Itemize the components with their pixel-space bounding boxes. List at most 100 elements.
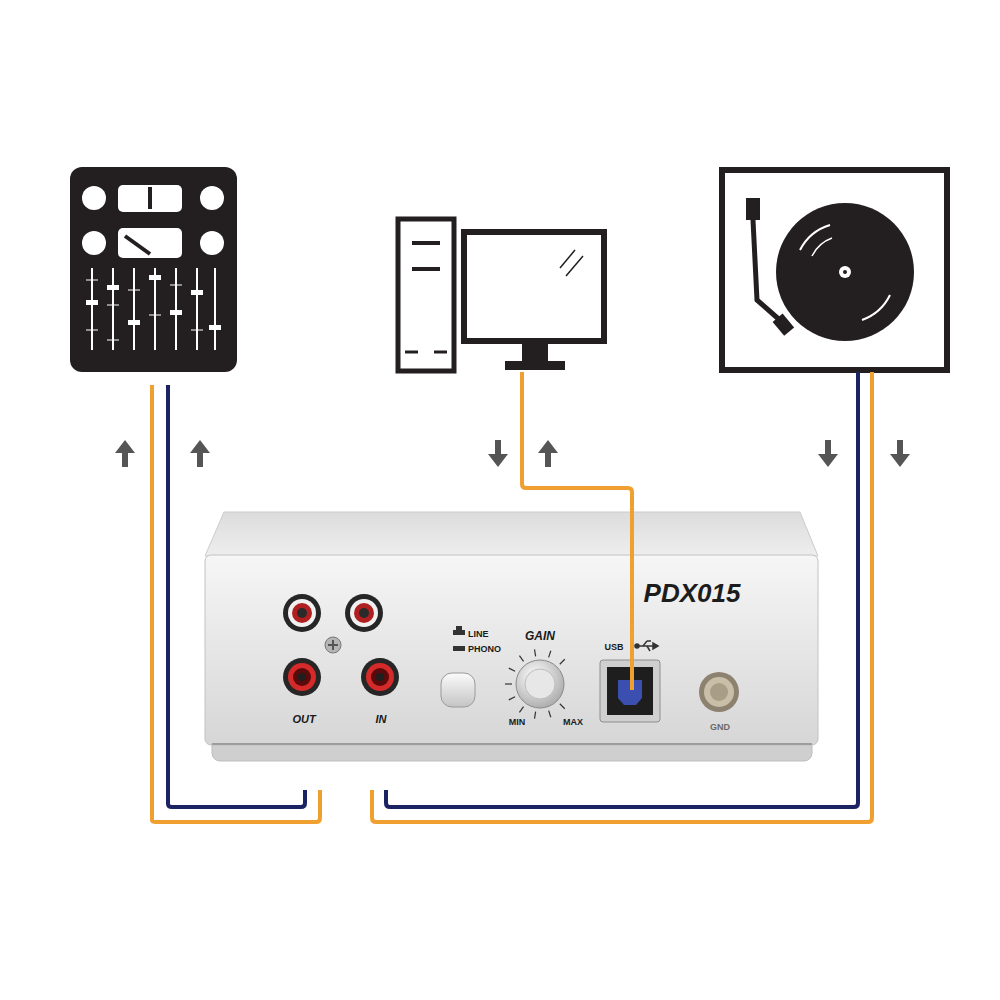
signal-arrow bbox=[897, 440, 903, 455]
gain-tick bbox=[509, 668, 515, 671]
mixer-icon bbox=[175, 268, 177, 350]
rca-jack bbox=[345, 594, 383, 632]
rca-jack bbox=[288, 599, 316, 627]
rca-jack bbox=[366, 663, 394, 691]
port-label: IN bbox=[376, 714, 387, 725]
gain-tick bbox=[560, 704, 565, 709]
scale-label: MIN bbox=[509, 718, 526, 727]
mixer-icon bbox=[86, 275, 221, 330]
device-housing bbox=[205, 555, 818, 745]
line-phono-switch bbox=[453, 646, 465, 651]
rca-jack bbox=[361, 658, 399, 696]
mixer-icon bbox=[118, 185, 182, 212]
mixer-icon bbox=[170, 285, 182, 286]
rca-jack bbox=[288, 663, 316, 691]
computer-icon bbox=[505, 361, 565, 370]
mixer-icon bbox=[82, 231, 106, 255]
model-name: PDX015 bbox=[644, 580, 741, 606]
rca-jack bbox=[359, 608, 369, 618]
signal-arrow bbox=[545, 452, 551, 467]
port-label: OUT bbox=[292, 714, 315, 725]
scale-label: MAX bbox=[563, 718, 583, 727]
usb-port bbox=[643, 641, 647, 646]
port-label: USB bbox=[604, 643, 623, 652]
mixer-icon bbox=[86, 280, 98, 281]
mixer-icon bbox=[149, 315, 161, 316]
rca-jack bbox=[293, 668, 311, 686]
usb-port bbox=[647, 640, 651, 642]
signal-arrow bbox=[122, 452, 128, 467]
turntable-icon bbox=[843, 270, 847, 274]
rca-jack bbox=[283, 594, 399, 696]
mixer-icon bbox=[196, 268, 198, 350]
gain-tick bbox=[535, 712, 536, 719]
gain-tick bbox=[519, 707, 523, 713]
gain-knob bbox=[525, 669, 555, 699]
mixer-icon bbox=[92, 268, 215, 350]
usb-cable bbox=[522, 372, 632, 690]
gain-tick bbox=[549, 711, 551, 718]
screw bbox=[325, 637, 341, 653]
signal-arrow bbox=[488, 454, 508, 467]
ground-terminal bbox=[704, 677, 734, 707]
usb-port bbox=[635, 641, 658, 651]
mixer-icon bbox=[170, 310, 182, 315]
line-phono-switch bbox=[441, 673, 475, 707]
signal-arrow bbox=[825, 440, 831, 455]
mixer-icon bbox=[118, 228, 182, 258]
rca-jack bbox=[354, 603, 374, 623]
ground-terminal bbox=[699, 672, 739, 712]
device-housing bbox=[205, 512, 818, 556]
computer-icon bbox=[464, 232, 604, 341]
gain-tick bbox=[505, 683, 512, 684]
usb-cable bbox=[522, 372, 632, 690]
device-housing bbox=[205, 512, 818, 761]
ground-terminal bbox=[710, 683, 728, 701]
gain-knob bbox=[505, 649, 565, 718]
rca-jack bbox=[298, 673, 306, 681]
usb-port bbox=[647, 646, 650, 651]
rca-jack bbox=[350, 599, 378, 627]
signal-arrow bbox=[818, 454, 838, 467]
cable bbox=[152, 372, 872, 822]
rca-jack bbox=[283, 658, 321, 696]
control-label: GAIN bbox=[525, 630, 555, 642]
computer-icon bbox=[412, 241, 440, 245]
mixer-icon bbox=[191, 290, 203, 295]
rca-jack bbox=[292, 603, 312, 623]
computer-icon bbox=[522, 342, 548, 362]
mixer-icon bbox=[214, 268, 216, 350]
signal-arrow bbox=[538, 440, 558, 453]
signal-arrow bbox=[890, 454, 910, 467]
mixer-icon bbox=[128, 290, 140, 291]
mixer-icon bbox=[107, 340, 119, 341]
turntable-icon bbox=[800, 225, 830, 250]
turntable-icon bbox=[839, 266, 851, 278]
mixer-icon bbox=[107, 305, 119, 306]
mixer-icon bbox=[70, 167, 237, 372]
gain-tick bbox=[549, 651, 551, 658]
signal-arrow bbox=[495, 440, 501, 455]
turntable-icon bbox=[722, 170, 947, 370]
screw bbox=[325, 637, 341, 653]
turntable-icon bbox=[776, 203, 914, 341]
switch-label: PHONO bbox=[468, 645, 501, 654]
computer-icon bbox=[412, 267, 440, 271]
gain-tick bbox=[519, 656, 523, 662]
mixer-icon bbox=[86, 300, 98, 305]
turntable-icon bbox=[746, 198, 760, 220]
screw bbox=[332, 640, 334, 650]
port-label: GND bbox=[710, 723, 730, 732]
turntable-icon bbox=[753, 220, 782, 322]
mixer-icon bbox=[191, 330, 203, 331]
computer-icon bbox=[560, 250, 575, 268]
gain-knob bbox=[516, 660, 564, 708]
turntable-icon bbox=[812, 238, 832, 256]
gain-knob bbox=[505, 649, 565, 718]
signal-arrow bbox=[115, 440, 910, 467]
signal-arrow bbox=[197, 452, 203, 467]
computer-icon bbox=[434, 351, 447, 354]
mixer-icon bbox=[200, 186, 224, 210]
